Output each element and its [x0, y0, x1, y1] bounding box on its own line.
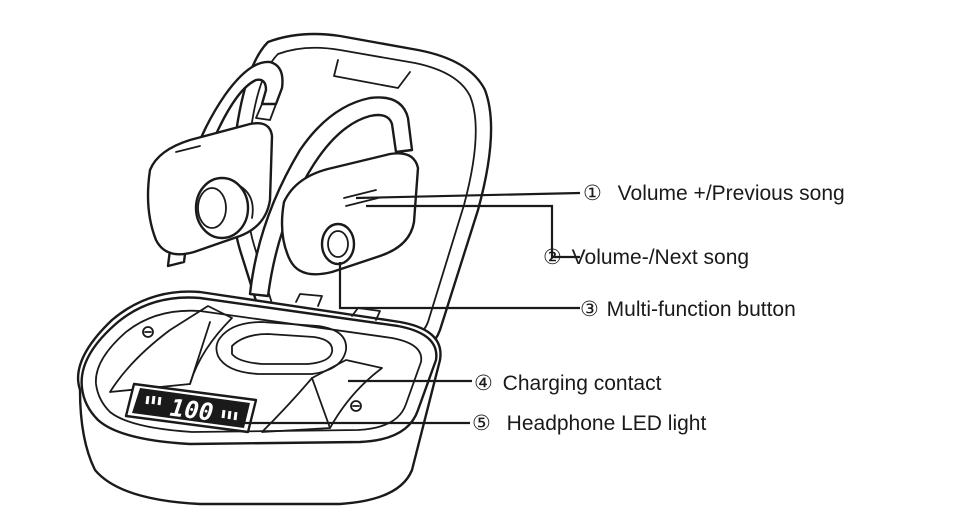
callout-3-text: Multi-function button — [607, 298, 796, 321]
callout-5: ⑤ Headphone LED light — [472, 412, 706, 435]
lcd-display: 100 — [124, 382, 258, 434]
leader-3 — [338, 262, 580, 310]
callout-1-text: Volume +/Previous song — [618, 182, 845, 205]
right-earbud — [248, 96, 420, 298]
callout-1: ① Volume +/Previous song — [583, 182, 845, 205]
callout-labels: ① Volume +/Previous song ② Volume-/Next … — [472, 182, 845, 435]
left-earbud — [146, 60, 284, 268]
lcd-readout: 100 — [168, 394, 214, 427]
leader-1 — [355, 191, 581, 200]
callout-5-text: Headphone LED light — [507, 412, 707, 435]
callout-3-marker: ③ — [580, 298, 599, 321]
callout-2: ② Volume-/Next song — [543, 246, 749, 269]
callout-2-text: Volume-/Next song — [572, 246, 749, 269]
callout-4-text: Charging contact — [503, 372, 662, 395]
callout-1-marker: ① — [583, 182, 602, 205]
callout-4: ④ Charging contact — [474, 372, 662, 395]
callout-5-marker: ⑤ — [472, 412, 491, 435]
leader-2 — [366, 204, 580, 259]
leader-lines — [240, 191, 581, 425]
callout-2-marker: ② — [543, 246, 562, 269]
callout-3: ③ Multi-function button — [580, 298, 796, 321]
callout-4-marker: ④ — [474, 372, 493, 395]
